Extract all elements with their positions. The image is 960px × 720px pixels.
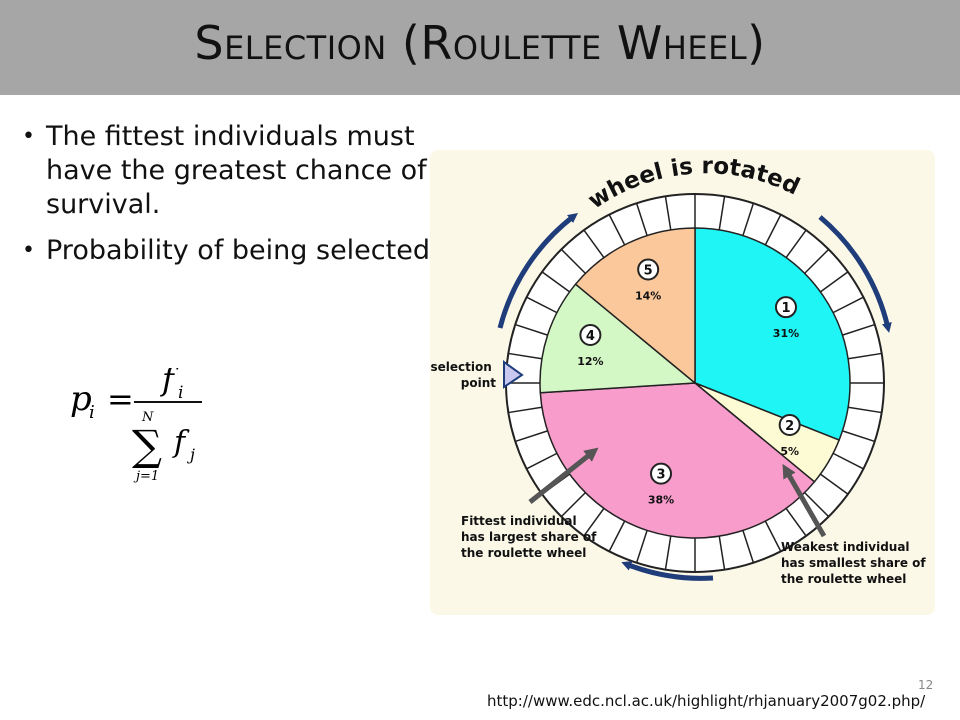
- formula-lhs: p: [70, 379, 92, 419]
- wheel-tick: [664, 535, 672, 570]
- wheel-tick: [526, 296, 558, 314]
- bullet-text: Probability of being selected: [46, 235, 430, 266]
- selection-point-line: point: [461, 376, 496, 390]
- wheel-tick: [832, 452, 864, 470]
- selection-point-label: selection point: [431, 360, 497, 390]
- formula-denominator: f: [172, 425, 190, 460]
- formula-sum-upper: N: [141, 410, 154, 425]
- wheel-tick: [608, 520, 626, 552]
- wheel-tick: [718, 535, 726, 570]
- weakest-caption-line: Weakest individual: [781, 540, 910, 554]
- wheel-tick: [526, 452, 558, 470]
- wheel-tick: [560, 492, 586, 518]
- wheel-tick: [819, 271, 849, 293]
- wheel-tick: [742, 530, 755, 563]
- wheel-tick: [847, 352, 882, 360]
- bullet-list: • The fittest individuals must have the …: [22, 120, 462, 280]
- wheel-tick: [832, 296, 864, 314]
- bullet-text: The fittest individuals must have the gr…: [46, 121, 427, 220]
- segment-number: 4: [586, 329, 595, 344]
- wheel: 1 31% 2 5% 3 38% 4 12% 5 14%: [505, 193, 885, 573]
- wheel-tick: [635, 530, 648, 563]
- wheel-tick: [508, 352, 543, 360]
- wheel-tick: [583, 229, 605, 259]
- formula-lhs-subscript: i: [89, 402, 95, 423]
- wheel-tick: [664, 196, 672, 231]
- formula-equals: =: [107, 380, 134, 418]
- bullet-item: • Probability of being selected: [22, 234, 462, 268]
- wheel-tick: [508, 406, 543, 414]
- fittest-caption-line: has largest share of: [461, 530, 597, 544]
- wheel-tick: [608, 214, 626, 246]
- wheel-tick: [764, 520, 782, 552]
- fittest-caption-line: Fittest individual: [461, 514, 577, 528]
- fittest-caption: Fittest individual has largest share of …: [461, 514, 601, 560]
- fittest-caption-line: the roulette wheel: [461, 546, 586, 560]
- formula-sigma: ∑: [132, 421, 162, 470]
- wheel-tick: [842, 430, 875, 443]
- bullet-dot-icon: •: [22, 124, 35, 149]
- wheel-tick: [635, 203, 648, 236]
- selection-pointer-icon: [503, 360, 524, 389]
- segment-number: 1: [781, 301, 790, 316]
- segment-number: 3: [656, 468, 665, 483]
- segment-number: 2: [785, 419, 794, 434]
- wheel-tick: [847, 406, 882, 414]
- formula-numerator: f: [160, 368, 179, 398]
- wheel-tick: [804, 248, 830, 274]
- formula-denominator-subscript: j: [187, 445, 195, 464]
- wheel-tick: [785, 507, 807, 537]
- segment-percent-label: 31%: [773, 327, 799, 340]
- segment-number: 5: [644, 263, 653, 278]
- slide-title: Selection (Roulette Wheel): [194, 16, 766, 70]
- wheel-segment-4: [539, 283, 697, 394]
- roulette-wheel-diagram: 131%25%338%412%514% wheel is rotated sel…: [430, 150, 935, 615]
- formula-sum-lower: j=1: [133, 469, 159, 484]
- wheel-tick: [842, 323, 875, 336]
- weakest-caption-line: has smallest share of: [781, 556, 926, 570]
- segment-number-badge: [579, 324, 602, 347]
- bullet-item: • The fittest individuals must have the …: [22, 120, 462, 222]
- segment-number-badge: [774, 296, 797, 319]
- rotation-arrow-left-icon: [497, 212, 578, 329]
- source-link[interactable]: http://www.edc.ncl.ac.uk/highlight/rhjan…: [487, 692, 926, 710]
- wheel-tick: [515, 323, 548, 336]
- rotation-arrow-bottom-icon: [621, 561, 714, 581]
- segment-percent-label: 14%: [635, 289, 661, 302]
- segment-percent-label: 5%: [780, 445, 799, 458]
- wheel-segment-1: [694, 227, 851, 442]
- wheel-tick: [583, 507, 605, 537]
- segment-percent-label: 38%: [648, 494, 674, 507]
- wheel-tick: [515, 430, 548, 443]
- wheel-tick: [804, 492, 830, 518]
- probability-formula: p i = f i N ∑ j=1 f j: [70, 368, 202, 484]
- page-number: 12: [918, 678, 934, 692]
- weakest-caption-line: the roulette wheel: [781, 572, 906, 586]
- fittest-caption-arrow-icon: [528, 447, 599, 504]
- wheel-tick: [819, 473, 849, 495]
- wheel-tick: [764, 214, 782, 246]
- wheel-segment-5: [574, 227, 696, 385]
- title-bar: Selection (Roulette Wheel): [0, 0, 960, 95]
- segment-percent-label: 12%: [577, 355, 603, 368]
- bullet-dot-icon: •: [22, 238, 35, 263]
- wheel-segment-3: [539, 382, 816, 539]
- formula-numerator-subscript: i: [178, 383, 183, 403]
- wheel-tick: [560, 248, 586, 274]
- rotation-arrow-right-icon: [818, 215, 892, 333]
- weakest-caption-arrow-icon: [782, 463, 827, 538]
- selection-point-line: selection: [431, 360, 492, 374]
- wheel-tick: [785, 229, 807, 259]
- wheel-tick: [742, 203, 755, 236]
- wheel-tick: [718, 196, 726, 231]
- segment-number-badge: [650, 462, 673, 485]
- segment-number-badge: [778, 413, 801, 436]
- weakest-caption: Weakest individual has smallest share of…: [781, 540, 930, 586]
- segment-number-badge: [637, 258, 660, 281]
- wheel-tick: [541, 271, 571, 293]
